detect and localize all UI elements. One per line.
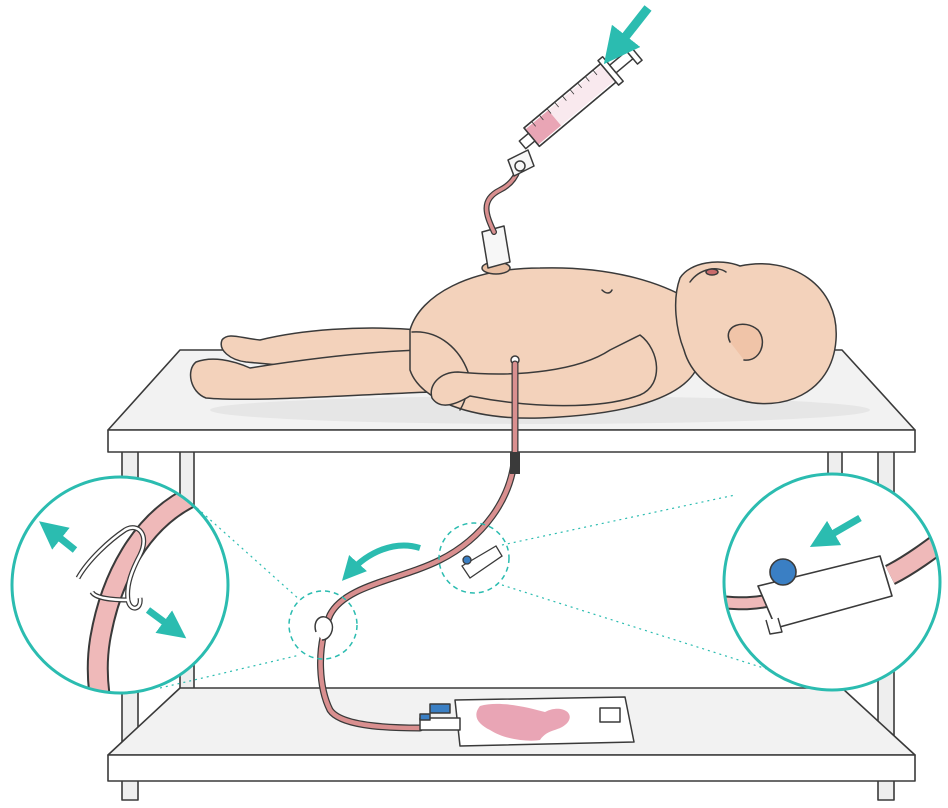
tube-clamp bbox=[315, 617, 332, 640]
table-shelf-edge bbox=[108, 755, 915, 781]
tube-connector bbox=[462, 546, 502, 578]
clamp-callout bbox=[12, 477, 228, 710]
arrow-curve-icon bbox=[350, 545, 420, 572]
connector-cap bbox=[770, 559, 796, 585]
syringe-assembly bbox=[482, 39, 645, 274]
connector-callout bbox=[720, 474, 948, 690]
arrow-push-icon bbox=[615, 8, 648, 50]
